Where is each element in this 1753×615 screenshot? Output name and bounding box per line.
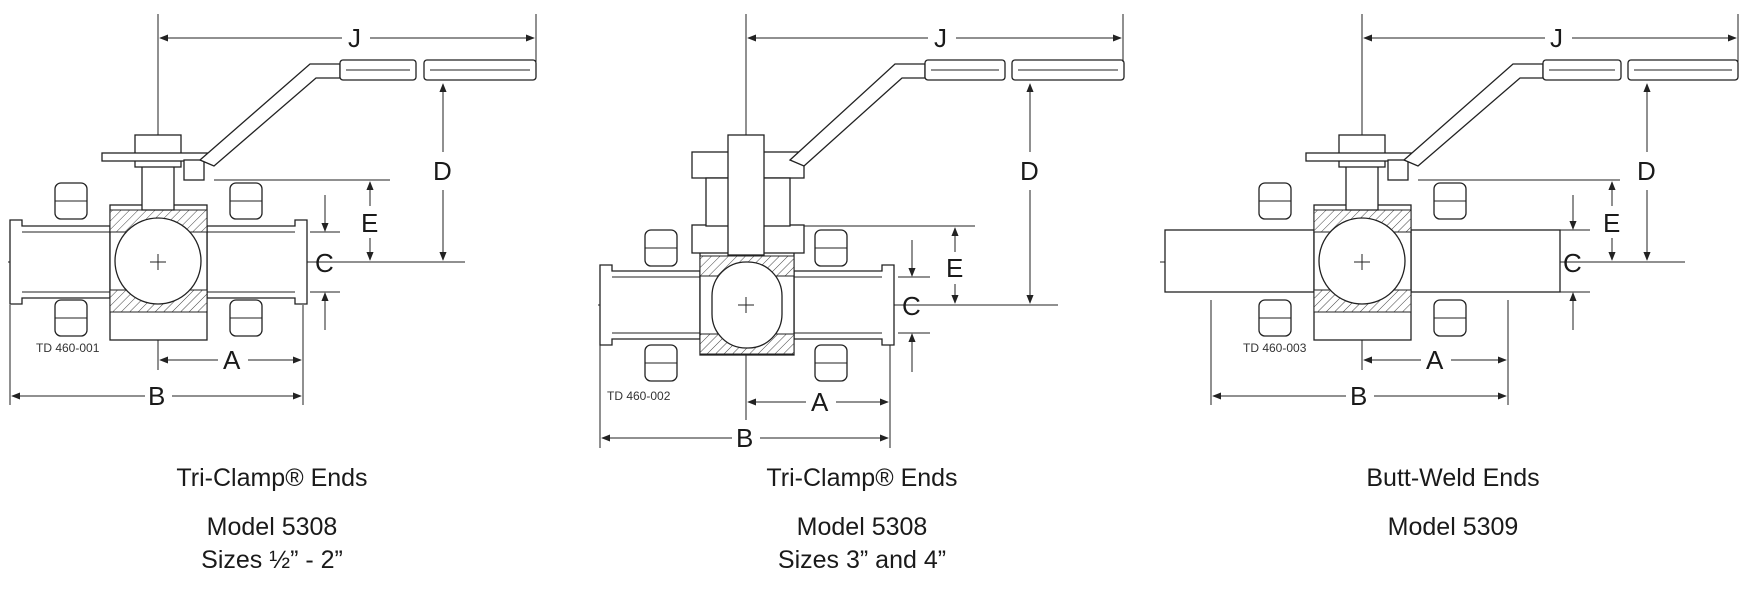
dim-label: C: [1563, 248, 1582, 278]
dim-label: B: [1350, 381, 1367, 411]
dim-label: J: [934, 23, 947, 53]
dim-label: A: [811, 387, 829, 417]
caption-title: Tri-Clamp® Ends: [176, 464, 368, 492]
caption-sizes: Sizes 3” and 4”: [777, 546, 947, 574]
dim-label: D: [1020, 156, 1039, 186]
caption-tri-clamp-small: Tri-Clamp® Ends Model 5308 Sizes ½” - 2”: [92, 462, 452, 577]
caption-model: Model 5308: [796, 513, 928, 541]
diagram-tri-clamp-large: J D E C A B TD 460-002: [598, 14, 1125, 453]
drawing-number: TD 460-001: [36, 341, 100, 355]
caption-sizes: Sizes ½” - 2”: [201, 546, 343, 574]
dim-label: E: [361, 208, 378, 238]
caption-model: Model 5309: [1387, 513, 1519, 541]
caption-model: Model 5308: [206, 513, 338, 541]
dim-label: A: [1426, 345, 1444, 375]
dim-label: B: [148, 381, 165, 411]
caption-title: Butt-Weld Ends: [1366, 464, 1540, 492]
dim-label: E: [1603, 208, 1620, 238]
dim-label: J: [348, 23, 361, 53]
caption-butt-weld: Butt-Weld Ends Model 5309: [1273, 462, 1633, 544]
dim-label: E: [946, 253, 963, 283]
caption-title: Tri-Clamp® Ends: [766, 464, 958, 492]
dim-label: J: [1550, 23, 1563, 53]
dim-label: D: [1637, 156, 1656, 186]
dim-label: B: [736, 423, 753, 453]
diagram-butt-weld: J D E C A B TD 460-003: [1160, 14, 1739, 411]
dim-label: D: [433, 156, 452, 186]
drawing-number: TD 460-002: [607, 389, 671, 403]
dim-label: A: [223, 345, 241, 375]
drawing-number: TD 460-003: [1243, 341, 1307, 355]
caption-tri-clamp-large: Tri-Clamp® Ends Model 5308 Sizes 3” and …: [682, 462, 1042, 577]
dim-label: C: [315, 248, 334, 278]
diagram-tri-clamp-small: J D E C A B TD 460-001: [8, 14, 537, 411]
dim-label: C: [902, 291, 921, 321]
